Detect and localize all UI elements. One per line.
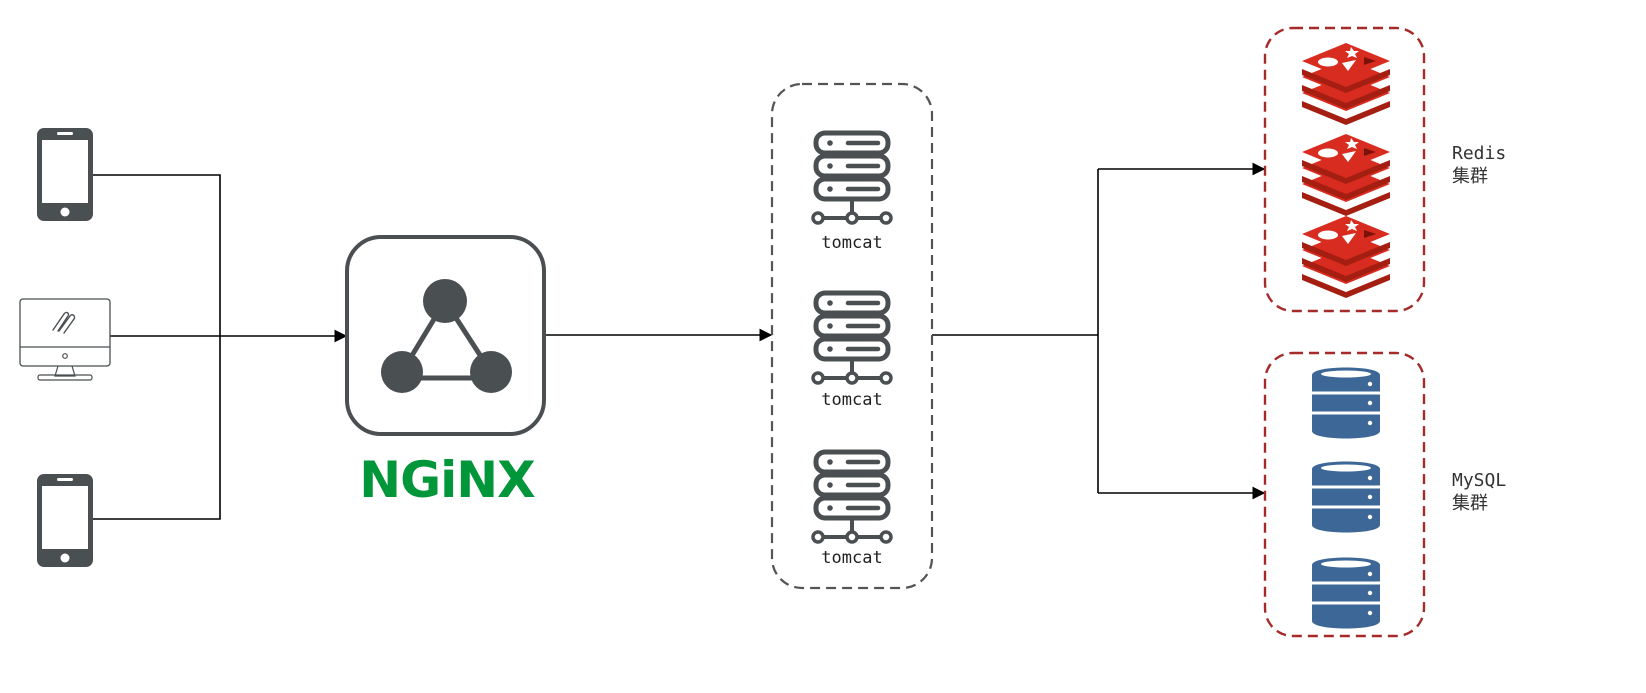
server-stack-icon: [813, 452, 891, 542]
smartphone-icon: [37, 128, 93, 221]
redis-icon: [1302, 43, 1390, 125]
redis-icon: [1302, 134, 1390, 216]
redis-cluster-label-line1: Redis: [1452, 143, 1506, 164]
tomcat-label: tomcat: [821, 233, 882, 253]
server-stack-icon: [813, 133, 891, 223]
nginx-node-icon: [345, 235, 546, 436]
desktop-monitor-icon: [19, 298, 111, 381]
database-icon: [1310, 556, 1382, 630]
tomcat-cluster-box: [770, 82, 934, 590]
mysql-cluster-label-line2: 集群: [1452, 493, 1488, 514]
nginx-logo: NGiNX: [359, 451, 535, 509]
redis-cluster-label-line2: 集群: [1452, 166, 1488, 187]
redis-cluster-box: [1263, 26, 1426, 313]
server-stack-icon: [813, 293, 891, 383]
smartphone-icon: [37, 474, 93, 567]
tomcat-label: tomcat: [821, 548, 882, 568]
tomcat-label: tomcat: [821, 390, 882, 410]
database-icon: [1310, 460, 1382, 534]
mysql-cluster-box: [1263, 351, 1426, 638]
client-connectors: [92, 174, 348, 520]
mysql-cluster-label-line1: MySQL: [1452, 470, 1506, 491]
redis-icon: [1302, 216, 1390, 298]
database-icon: [1310, 366, 1382, 440]
tomcat-to-data-connectors: [932, 162, 1266, 500]
